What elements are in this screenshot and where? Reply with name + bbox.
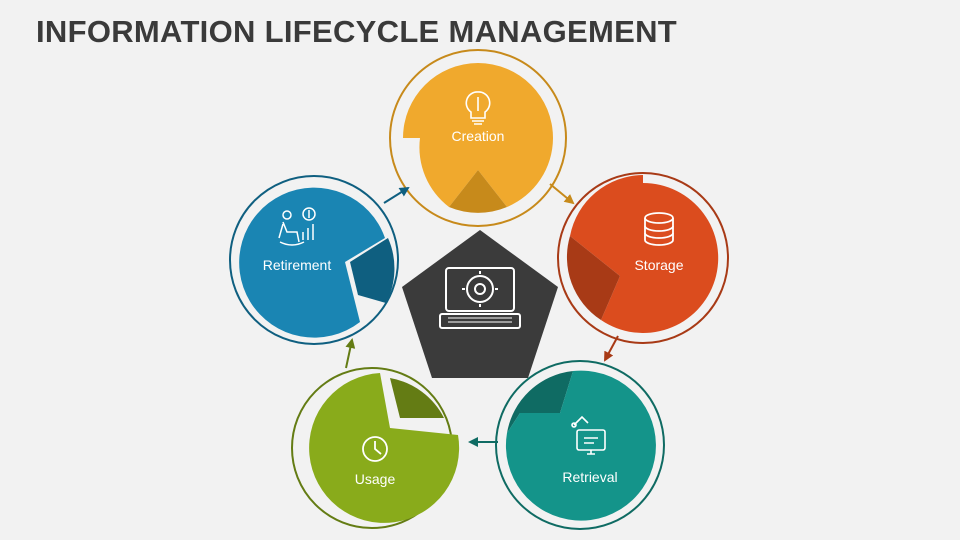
page-title: INFORMATION LIFECYCLE MANAGEMENT: [36, 14, 678, 49]
stage-retirement: Retirement: [229, 175, 410, 345]
lightbulb-pencil-icon: [465, 91, 491, 125]
arrow-creation-to-storage: [549, 183, 575, 205]
arrow-usage-to-retirement: [345, 338, 356, 369]
laptop-settings-icon: [439, 267, 521, 329]
creation-disc: [403, 63, 553, 207]
usage-disc: [309, 373, 460, 523]
storage-outer-ring: [557, 172, 729, 344]
retirement-wedge: [350, 238, 395, 303]
storage-wedge: [566, 236, 620, 320]
clock-chart-icon: [362, 436, 388, 462]
creation-label: Creation: [452, 128, 505, 144]
retirement-label: Retirement: [263, 257, 332, 273]
retirement-disc: [239, 187, 385, 338]
arrow-storage-to-retrieval: [604, 335, 619, 362]
usage-label: Usage: [355, 471, 396, 487]
retrieval-wedge: [507, 371, 573, 433]
retrieval-label: Retrieval: [562, 469, 617, 485]
monitor-robot-arm-icon: [571, 415, 606, 455]
storage-label: Storage: [634, 257, 683, 273]
center-hub: [402, 230, 558, 378]
creation-wedge: [449, 170, 507, 213]
stage-usage: Usage: [291, 338, 460, 529]
database-icon: [644, 212, 674, 246]
retrieval-outer-ring: [495, 360, 665, 530]
storage-disc: [570, 175, 719, 333]
rocking-chair-money-icon: [278, 207, 316, 246]
usage-wedge: [390, 378, 444, 418]
stage-storage: Storage: [557, 172, 729, 362]
stage-retrieval: Retrieval: [468, 360, 665, 530]
retirement-outer-ring: [229, 175, 399, 345]
creation-outer-ring: [389, 49, 567, 227]
stage-creation: Creation: [389, 49, 575, 227]
retrieval-disc: [505, 370, 656, 521]
arrow-retirement-to-creation: [383, 186, 410, 204]
